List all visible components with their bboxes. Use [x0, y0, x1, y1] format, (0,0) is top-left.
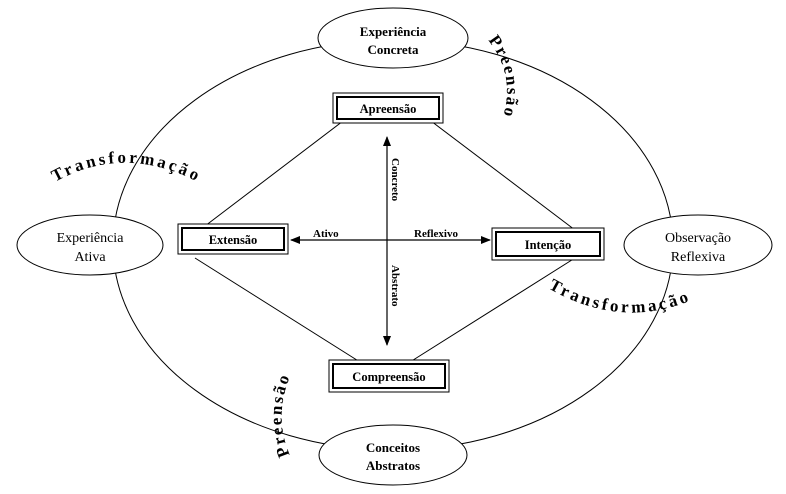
axis-arrows [290, 136, 491, 346]
box-extensao: Extensão [177, 223, 289, 255]
node-experiencia-concreta: Experiência Concreta [317, 7, 469, 69]
node-label-line-2: Abstratos [366, 458, 420, 473]
node-label-line-1: Observação [665, 231, 731, 246]
box-intencao: Intenção [491, 227, 605, 261]
box-compreensao: Compreensão [328, 359, 450, 393]
arc-text-path: Transformação [48, 148, 202, 186]
node-label-line-2: Reflexiva [671, 250, 726, 265]
diamond-connectors [194, 117, 576, 363]
arc-text-path: Preensão [485, 31, 520, 120]
box-label: Compreensão [352, 370, 425, 384]
node-conceitos-abstratos: Conceitos Abstratos [318, 424, 468, 486]
node-label-line-1: Conceitos [366, 440, 420, 455]
box-label: Intenção [525, 238, 572, 252]
node-label-line-1: Experiência [360, 24, 427, 39]
box-label: Extensão [209, 233, 258, 247]
node-label-line-2: Concreta [367, 42, 419, 57]
box-apreensao: Apreensão [332, 92, 444, 124]
arc-label-transformacao-right: Transformação [546, 275, 693, 317]
node-label-line-1: Experiência [57, 231, 125, 246]
arc-text-path: Preensão [267, 370, 293, 460]
node-experiencia-ativa: Experiência Ativa [16, 214, 164, 276]
arc-label-preensao-top: Preensão [485, 31, 522, 120]
node-label-line-2: Ativa [74, 250, 106, 265]
node-observacao-reflexiva: Observação Reflexiva [623, 214, 773, 276]
arc-label-preensao-bottom: Preensão [267, 370, 295, 460]
arc-label-transformacao-left: Transformação [48, 148, 205, 186]
axis-label-abstrato: Abstrato [389, 265, 401, 307]
axis-label-reflexivo: Reflexivo [414, 228, 458, 240]
arc-text-path: Transformação [546, 275, 690, 317]
axis-label-ativo: Ativo [313, 228, 339, 240]
box-label: Apreensão [360, 102, 417, 116]
axis-label-concreto: Concreto [389, 158, 401, 202]
